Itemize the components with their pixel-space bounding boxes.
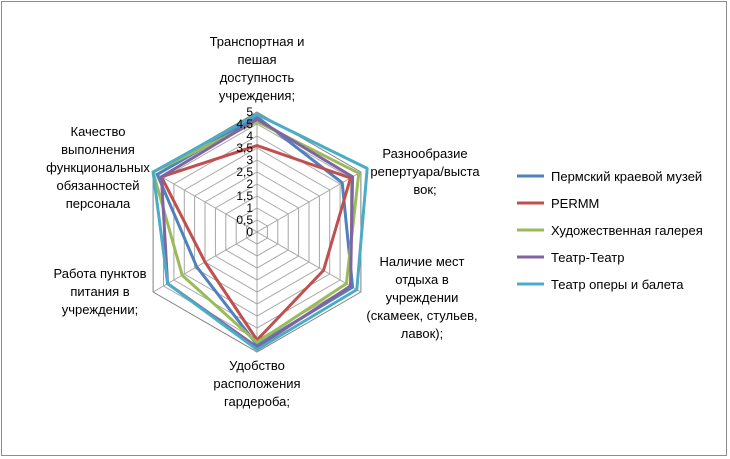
series-line: [155, 115, 355, 347]
legend-label: PERMM: [551, 196, 599, 211]
grid-spoke: [152, 171, 258, 233]
tick-label: 4,5: [236, 117, 253, 131]
legend-label: Пермский краевой музей: [551, 169, 702, 184]
tick-label: 1,5: [236, 189, 253, 203]
tick-label: 1: [246, 201, 253, 215]
legend-label: Театр-Театр: [551, 250, 624, 265]
legend-label: Художественная галерея: [551, 223, 703, 238]
tick-label: 5: [246, 105, 253, 119]
grid-spoke: [256, 171, 362, 233]
series-line: [151, 112, 369, 352]
grid-spoke: [256, 231, 362, 293]
tick-label: 0,5: [236, 213, 253, 227]
radial-tick-labels: 00,511,522,533,544,55: [236, 105, 253, 239]
series-line: [159, 117, 355, 349]
radar-series: [151, 112, 369, 352]
tick-label: 2,5: [236, 165, 253, 179]
legend-label: Театр оперы и балета: [551, 277, 684, 292]
tick-label: 3,5: [236, 141, 253, 155]
tick-label: 0: [246, 225, 253, 239]
tick-label: 3: [246, 153, 253, 167]
tick-label: 4: [246, 129, 253, 143]
radar-grid: [152, 111, 362, 353]
tick-label: 2: [246, 177, 253, 191]
